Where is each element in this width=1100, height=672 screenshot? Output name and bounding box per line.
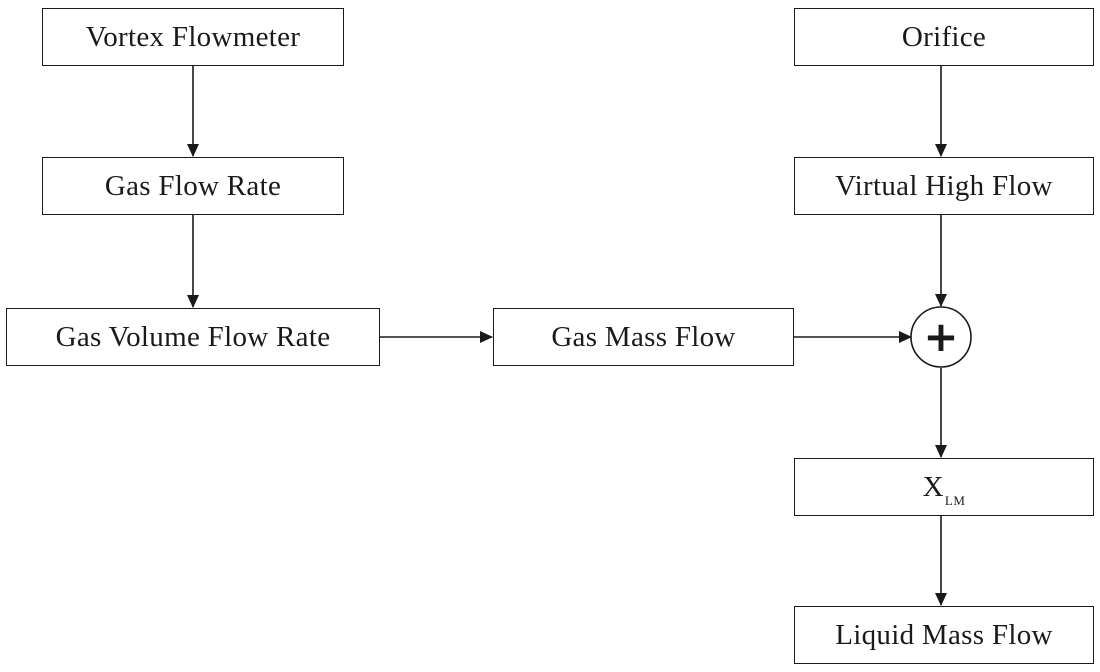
- node-gas-volume-flow-rate-label: Gas Volume Flow Rate: [55, 320, 331, 353]
- node-orifice: Orifice: [794, 8, 1094, 66]
- node-gas-mass-flow: Gas Mass Flow: [493, 308, 794, 366]
- node-xlm-main: X: [922, 470, 944, 503]
- node-gas-flow-rate: Gas Flow Rate: [42, 157, 344, 215]
- node-vortex-flowmeter: Vortex Flowmeter: [42, 8, 344, 66]
- node-xlm-subscript: LM: [944, 492, 966, 508]
- node-orifice-label: Orifice: [901, 20, 987, 53]
- node-liquid-mass-flow: Liquid Mass Flow: [794, 606, 1094, 664]
- node-xlm-label: XLM: [922, 470, 966, 508]
- summing-junction: +: [910, 306, 972, 368]
- node-liquid-mass-flow-label: Liquid Mass Flow: [835, 618, 1053, 651]
- node-vortex-flowmeter-label: Vortex Flowmeter: [85, 20, 301, 53]
- node-gas-flow-rate-label: Gas Flow Rate: [104, 169, 282, 202]
- node-gas-volume-flow-rate: Gas Volume Flow Rate: [6, 308, 380, 366]
- summing-junction-symbol: +: [923, 312, 958, 361]
- node-gas-mass-flow-label: Gas Mass Flow: [551, 320, 736, 353]
- summing-junction-circle: [910, 306, 972, 368]
- node-virtual-high-flow: Virtual High Flow: [794, 157, 1094, 215]
- node-virtual-high-flow-label: Virtual High Flow: [835, 169, 1053, 202]
- node-xlm: XLM: [794, 458, 1094, 516]
